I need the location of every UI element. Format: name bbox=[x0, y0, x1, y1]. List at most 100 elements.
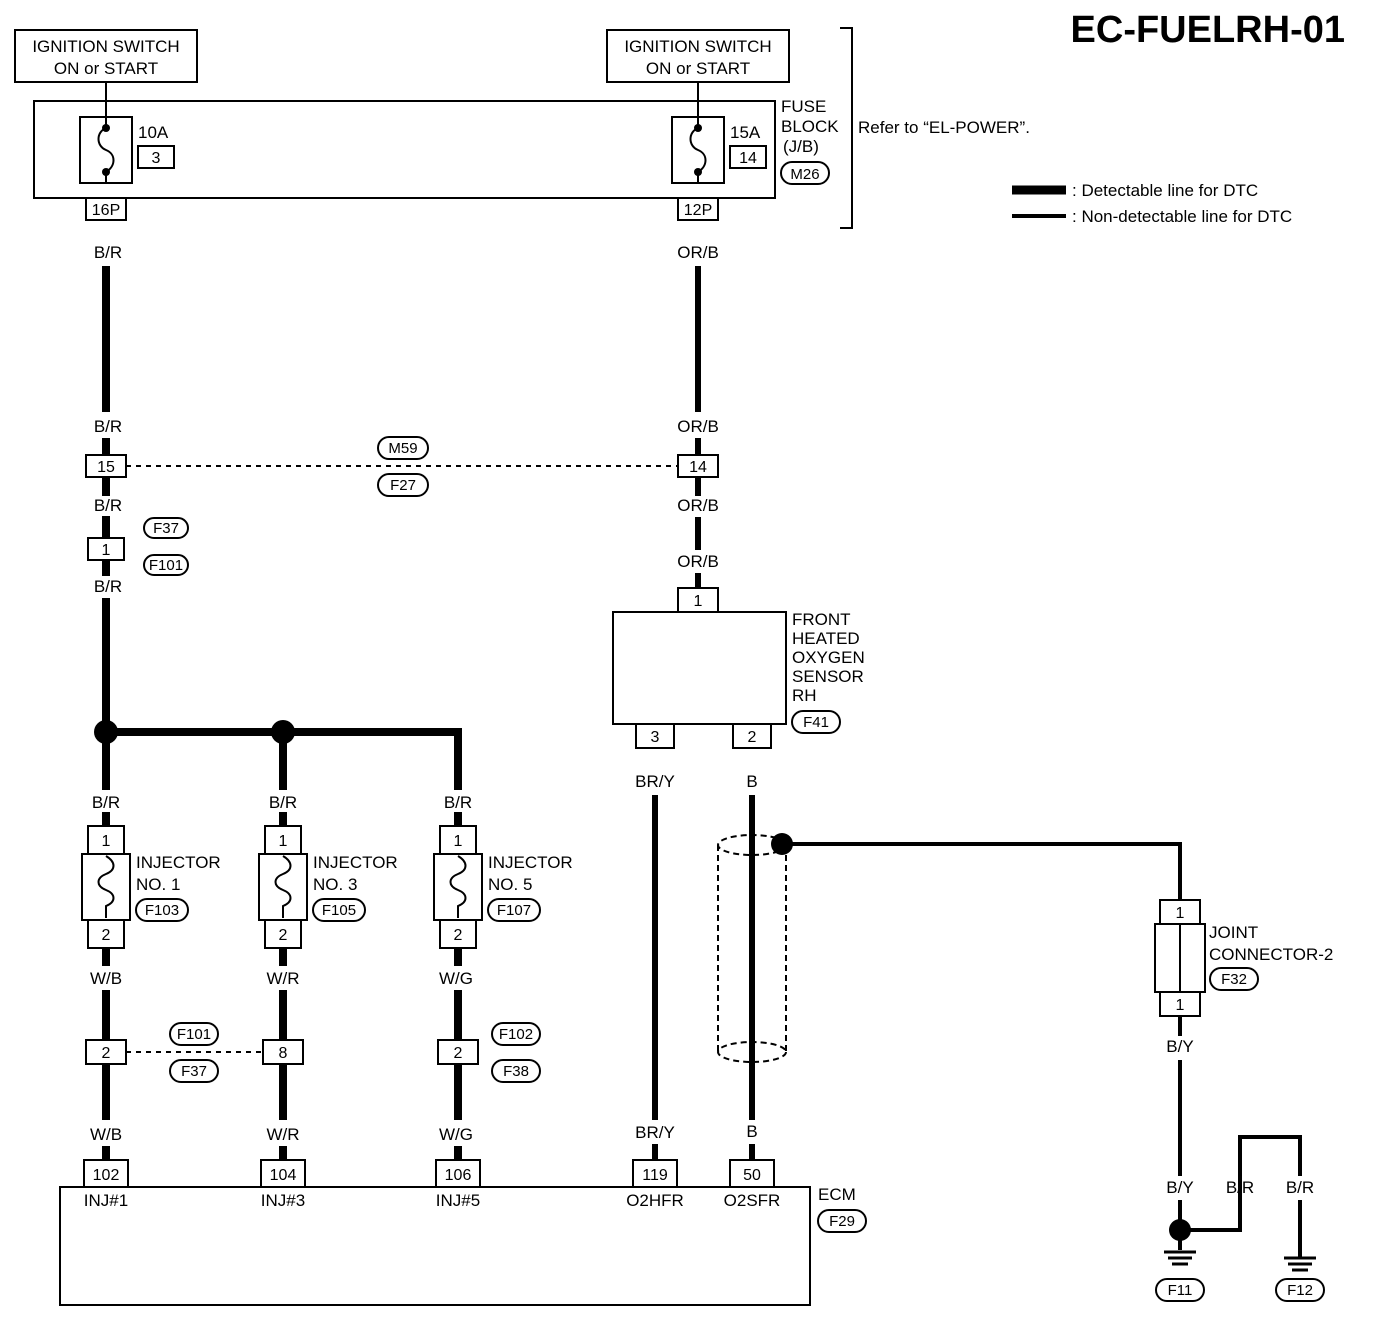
o2-line4: SENSOR bbox=[792, 667, 864, 686]
ecm-terminal-box bbox=[83, 1159, 129, 1188]
wire-label-wg-2: W/G bbox=[439, 1125, 473, 1144]
fuse-block-line3: (J/B) bbox=[783, 137, 819, 156]
wire-label-wg-1: W/G bbox=[439, 969, 473, 988]
ecm-name: ECM bbox=[818, 1185, 856, 1204]
wire-label-b-2: B bbox=[746, 1122, 757, 1141]
ecm-terminal-pin: 102 bbox=[93, 1167, 120, 1184]
fuse-right-number: 14 bbox=[739, 150, 757, 167]
ignition-right-line2: ON or START bbox=[646, 59, 750, 78]
wire-label-by-2: B/Y bbox=[1166, 1178, 1193, 1197]
pin-3-sensor: 3 bbox=[651, 729, 660, 746]
injector-coil bbox=[449, 855, 467, 918]
conn-f38: F38 bbox=[503, 1063, 529, 1080]
injector-pin2: 2 bbox=[454, 927, 463, 944]
injector-pin2: 2 bbox=[279, 927, 288, 944]
badge-f37-top bbox=[143, 517, 189, 539]
ecm-terminal-label: INJ#3 bbox=[261, 1191, 305, 1210]
wire-label-br-2: B/R bbox=[94, 417, 122, 436]
ignition-left-line2: ON or START bbox=[54, 59, 158, 78]
joint-line2: CONNECTOR-2 bbox=[1209, 945, 1333, 964]
fuse-right-rating: 15A bbox=[730, 123, 761, 142]
o2-line1: FRONT bbox=[792, 610, 851, 629]
pin-12p: 12P bbox=[684, 202, 712, 219]
conn-f37-top: F37 bbox=[153, 520, 179, 537]
injector-connector: F107 bbox=[497, 902, 531, 919]
conn-f102: F102 bbox=[499, 1026, 533, 1043]
injector-name: INJECTOR bbox=[136, 853, 221, 872]
conn-f29: F29 bbox=[829, 1213, 855, 1230]
joint-line1: JOINT bbox=[1209, 923, 1258, 942]
ecm-terminal-pin: 50 bbox=[743, 1167, 761, 1184]
injector-number: NO. 1 bbox=[136, 875, 180, 894]
ecm-box bbox=[59, 1186, 811, 1306]
joint-pin-top: 1 bbox=[1176, 905, 1185, 922]
injector-coil bbox=[97, 855, 115, 918]
pin-14: 14 bbox=[689, 459, 707, 476]
wire-label-by-1: B/Y bbox=[1166, 1037, 1193, 1056]
fuse-left-rating: 10A bbox=[138, 123, 169, 142]
injector-number: NO. 5 bbox=[488, 875, 532, 894]
wire-label-orb-3: OR/B bbox=[677, 496, 719, 515]
ecm-terminal-label: O2SFR bbox=[724, 1191, 781, 1210]
pin-2-f101: 2 bbox=[102, 1045, 111, 1062]
wire-label-wb-1: W/B bbox=[90, 969, 122, 988]
wire-label-orb-1: OR/B bbox=[677, 243, 719, 262]
ecm-terminal-label: INJ#1 bbox=[84, 1191, 128, 1210]
injector-connector: F105 bbox=[322, 902, 356, 919]
conn-m59: M59 bbox=[388, 440, 417, 457]
ignition-left-line1: IGNITION SWITCH bbox=[32, 37, 179, 56]
badge-f101-top bbox=[143, 554, 189, 576]
injector-coil bbox=[274, 855, 292, 918]
wire-label-br-g2: B/R bbox=[1286, 1178, 1314, 1197]
fuse-block-line1: FUSE bbox=[781, 97, 826, 116]
badge-f101-bottom bbox=[169, 1022, 219, 1046]
wire-label-orb-2: OR/B bbox=[677, 417, 719, 436]
ecm-terminal-label: O2HFR bbox=[626, 1191, 684, 1210]
shield bbox=[717, 833, 793, 1063]
wire-label-wr-2: W/R bbox=[266, 1125, 299, 1144]
ground-symbol-right: F12 bbox=[1275, 1256, 1325, 1302]
wire-label-b-1: B bbox=[746, 772, 757, 791]
injector-connector-badge bbox=[312, 898, 366, 922]
ecm-terminal-pin: 119 bbox=[642, 1167, 668, 1184]
pin-2-sensor: 2 bbox=[748, 729, 757, 746]
pin-15: 15 bbox=[97, 459, 115, 476]
ecm-terminal-pin: 106 bbox=[445, 1167, 472, 1184]
ecm-terminal-pin: 104 bbox=[270, 1167, 297, 1184]
fuse-block-line2: BLOCK bbox=[781, 117, 839, 136]
fuse-left-number: 3 bbox=[152, 150, 161, 167]
joint-pin-bottom: 1 bbox=[1176, 997, 1185, 1014]
injector-wire-label: B/R bbox=[444, 793, 472, 812]
injector-pin1-box bbox=[87, 825, 125, 855]
pin-16p: 16P bbox=[92, 202, 120, 219]
fuse-left: 10A 3 bbox=[79, 116, 175, 184]
ignition-switch-right: IGNITION SWITCH ON or START bbox=[606, 29, 790, 83]
pin-12p-box bbox=[677, 197, 719, 221]
injector-wire-label: B/R bbox=[92, 793, 120, 812]
ignition-right-line1: IGNITION SWITCH bbox=[624, 37, 771, 56]
wire-shield-ground bbox=[782, 842, 1182, 900]
injector-connector-badge bbox=[135, 898, 189, 922]
pin-2-sensor-box bbox=[732, 723, 772, 749]
injector-pin2-box bbox=[439, 919, 477, 949]
conn-f101-bottom: F101 bbox=[177, 1026, 211, 1043]
badge-f32 bbox=[1209, 967, 1259, 991]
injector-pin1: 1 bbox=[454, 833, 463, 850]
conn-f101-top: F101 bbox=[149, 557, 183, 574]
injector-name: INJECTOR bbox=[313, 853, 398, 872]
badge-f29 bbox=[817, 1209, 867, 1233]
wire-label-orb-4: OR/B bbox=[677, 552, 719, 571]
pin-1-sensor: 1 bbox=[694, 593, 703, 610]
pin-1-f37: 1 bbox=[102, 542, 111, 559]
ecm-terminal-box bbox=[435, 1159, 481, 1188]
conn-f27: F27 bbox=[390, 477, 416, 494]
pin-8: 8 bbox=[279, 1045, 288, 1062]
wire-br-ground-loop bbox=[1180, 1135, 1302, 1232]
